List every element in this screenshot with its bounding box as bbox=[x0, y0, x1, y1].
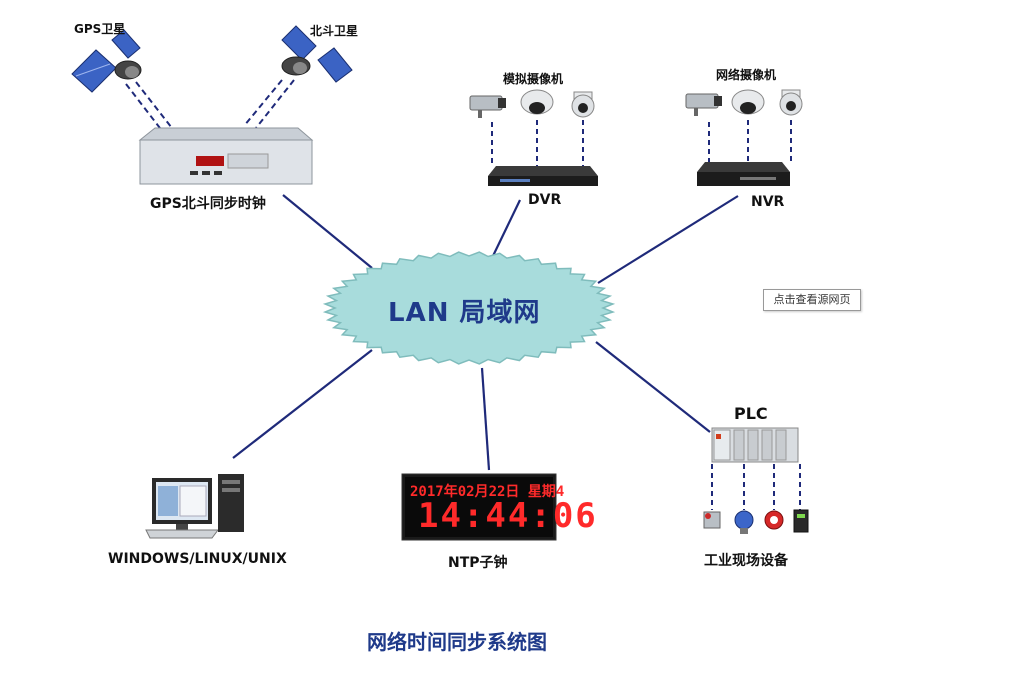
gps-sync-clock-device-icon bbox=[138, 127, 314, 185]
field-valve-icon bbox=[703, 511, 721, 529]
label-windows-linux-unix: WINDOWS/LINUX/UNIX bbox=[108, 551, 287, 567]
plc-field-lines bbox=[711, 464, 801, 510]
lan-cloud bbox=[322, 251, 616, 365]
nvr-device-icon bbox=[697, 162, 790, 186]
view-source-page-button[interactable]: 点击查看源网页 bbox=[763, 289, 861, 311]
link-plc bbox=[595, 341, 711, 433]
analog-camera-dome-icon bbox=[520, 89, 554, 115]
ntp-clock-date-display: 2017年02月22日 星期4 bbox=[410, 484, 565, 500]
network-camera-dome-icon bbox=[731, 89, 765, 115]
dvr-device-icon bbox=[488, 166, 598, 186]
label-analog-camera: 模拟摄像机 bbox=[503, 72, 564, 86]
analog-camera-lines bbox=[491, 120, 584, 166]
field-flowmeter-icon bbox=[764, 510, 784, 530]
lan-label: LAN 局域网 bbox=[388, 298, 541, 328]
link-nvr bbox=[597, 195, 739, 284]
label-ntp-clock: NTP子钟 bbox=[448, 555, 508, 571]
computer-workstation-icon bbox=[145, 474, 244, 539]
link-lines bbox=[232, 194, 739, 471]
link-gps-clock bbox=[282, 194, 373, 269]
label-gps-satellite: GPS卫星 bbox=[74, 22, 126, 36]
label-gps-sync-clock: GPS北斗同步时钟 bbox=[150, 196, 266, 212]
analog-camera-box-icon bbox=[469, 95, 506, 118]
label-network-camera: 网络摄像机 bbox=[716, 68, 777, 82]
beidou-signal-lines bbox=[243, 79, 295, 129]
gps-satellite-icon bbox=[71, 29, 142, 93]
network-camera-speed-dome-icon bbox=[779, 89, 803, 116]
network-camera-box-icon bbox=[685, 93, 722, 116]
label-dvr: DVR bbox=[528, 192, 562, 208]
link-ntp bbox=[480, 367, 491, 471]
link-windows bbox=[232, 349, 373, 459]
gps-signal-lines bbox=[125, 81, 176, 133]
label-plc: PLC bbox=[734, 404, 768, 423]
field-transmitter-icon bbox=[734, 510, 754, 534]
diagram-caption: 网络时间同步系统图 bbox=[367, 630, 547, 654]
label-field-equipment: 工业现场设备 bbox=[704, 553, 788, 569]
label-nvr: NVR bbox=[751, 194, 785, 210]
ntp-clock-device-icon bbox=[401, 473, 557, 541]
label-beidou-satellite: 北斗卫星 bbox=[310, 24, 359, 38]
analog-camera-speed-dome-icon bbox=[571, 91, 595, 118]
link-dvr bbox=[491, 199, 521, 259]
ntp-clock-time-display: 14:44:06 bbox=[418, 496, 598, 536]
field-sensor-icon bbox=[793, 509, 809, 533]
beidou-satellite-icon bbox=[281, 25, 353, 83]
network-camera-lines bbox=[708, 120, 792, 162]
plc-rack-icon bbox=[711, 427, 799, 463]
